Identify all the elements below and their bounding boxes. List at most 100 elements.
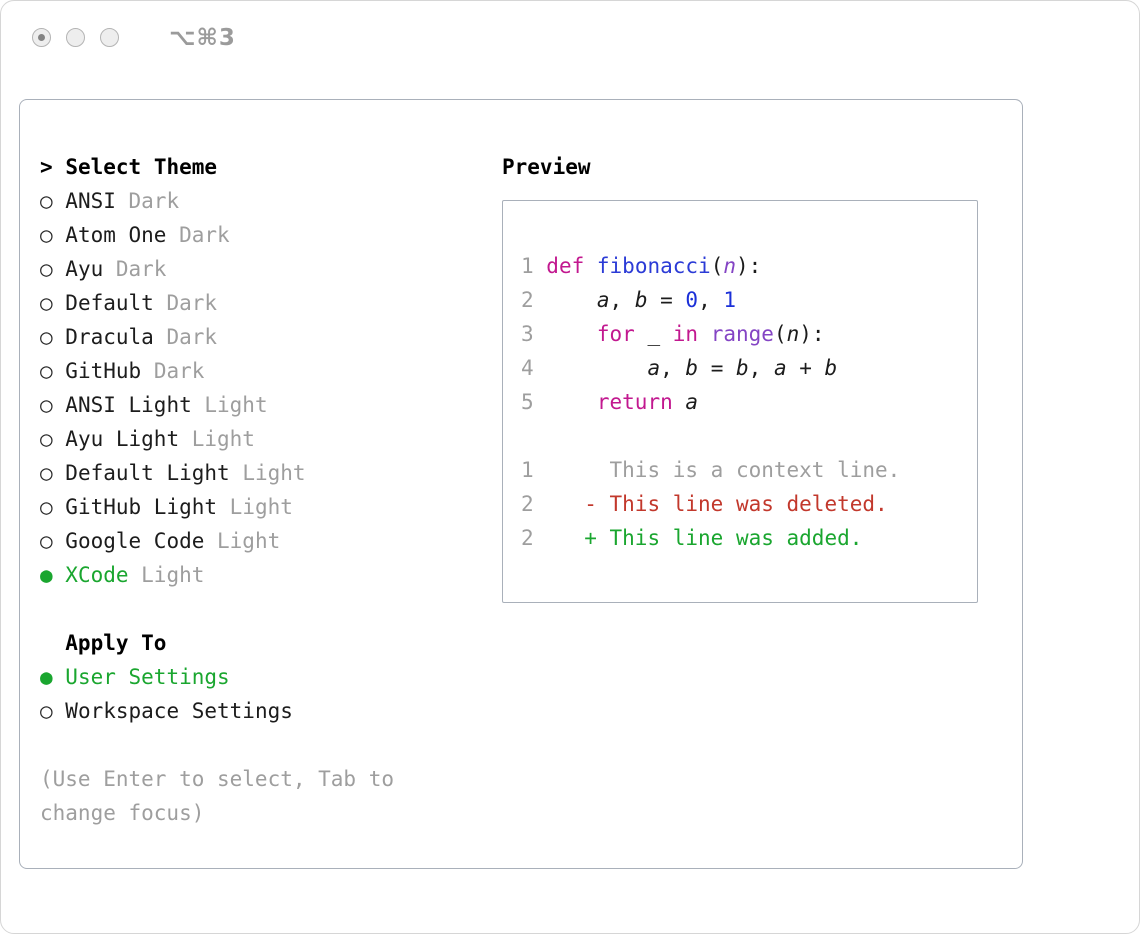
apply-option-label: User Settings	[52, 665, 230, 689]
window-button-close[interactable]	[32, 28, 51, 47]
line-number: 3	[521, 322, 547, 346]
theme-name: XCode	[52, 563, 129, 587]
theme-option-github-light[interactable]: ○ GitHub Light Light	[40, 490, 470, 524]
diff-text: This is a context line.	[546, 458, 901, 482]
code-token	[546, 322, 597, 346]
code-token	[698, 322, 711, 346]
line-number: 2	[521, 492, 547, 516]
theme-variant: Light	[229, 461, 306, 485]
theme-option-ansi[interactable]: ○ ANSI Dark	[40, 184, 470, 218]
theme-variant: Light	[217, 495, 293, 519]
code-token: def	[546, 254, 585, 278]
radio-icon: ○	[40, 461, 53, 485]
main-panel: > Select Theme ○ ANSI Dark○ Atom One Dar…	[19, 99, 1023, 869]
theme-option-atom-one[interactable]: ○ Atom One Dark	[40, 218, 470, 252]
diff-text: + This line was added.	[546, 526, 863, 550]
theme-variant: Dark	[115, 189, 180, 213]
diff-line-deleted: 2 - This line was deleted.	[521, 487, 959, 521]
code-token: b	[736, 356, 749, 380]
code-token: =	[647, 288, 686, 312]
radio-icon: ○	[40, 699, 53, 723]
radio-icon: ○	[40, 189, 53, 213]
theme-name: ANSI Light	[52, 393, 192, 417]
theme-variant: Light	[128, 563, 205, 587]
theme-option-ayu-light[interactable]: ○ Ayu Light Light	[40, 422, 470, 456]
apply-option-user-settings[interactable]: ● User Settings	[40, 660, 470, 694]
code-token: a	[647, 356, 661, 380]
code-token: n	[786, 322, 800, 346]
apply-option-label: Workspace Settings	[52, 699, 293, 723]
diff-line-added: 2 + This line was added.	[521, 521, 959, 555]
code-token: ,	[660, 356, 686, 380]
theme-name: Google Code	[52, 529, 205, 553]
theme-option-default[interactable]: ○ Default Dark	[40, 286, 470, 320]
code-token: _	[647, 322, 661, 346]
code-token: a	[773, 356, 787, 380]
code-token: b	[685, 356, 699, 380]
code-token: a	[596, 288, 610, 312]
theme-variant: Dark	[153, 325, 218, 349]
code-line-3: 3 for _ in range(n):	[521, 317, 959, 351]
line-number: 4	[521, 356, 547, 380]
code-token: fibonacci	[596, 254, 711, 278]
code-token: =	[698, 356, 736, 380]
keyboard-shortcut-label: ⌥⌘3	[169, 25, 236, 51]
window-controls	[32, 28, 119, 47]
apply-option-workspace-settings[interactable]: ○ Workspace Settings	[40, 694, 470, 728]
window-button-minimize[interactable]	[66, 28, 85, 47]
code-token: range	[710, 322, 774, 346]
code-token: b	[634, 288, 648, 312]
select-theme-title: > Select Theme	[40, 150, 470, 184]
radio-selected-icon: ●	[40, 563, 53, 587]
radio-icon: ○	[40, 257, 53, 281]
theme-option-ayu[interactable]: ○ Ayu Dark	[40, 252, 470, 286]
theme-option-google-code[interactable]: ○ Google Code Light	[40, 524, 470, 558]
theme-variant: Light	[191, 393, 268, 417]
code-token	[635, 322, 648, 346]
theme-variant: Dark	[141, 359, 205, 383]
diff-line-context: 1 This is a context line.	[521, 453, 959, 487]
code-token: (	[773, 322, 787, 346]
theme-name: Atom One	[52, 223, 167, 247]
theme-option-github[interactable]: ○ GitHub Dark	[40, 354, 470, 388]
line-number: 2	[521, 288, 547, 312]
code-token: 0	[685, 288, 699, 312]
code-token: ,	[748, 356, 774, 380]
select-theme-title-text: Select Theme	[65, 155, 218, 179]
radio-selected-icon: ●	[40, 665, 53, 689]
apply-to-options: ● User Settings○ Workspace Settings	[40, 660, 470, 728]
theme-variant: Light	[179, 427, 255, 451]
code-token	[546, 356, 647, 380]
diff-text: - This line was deleted.	[546, 492, 888, 516]
blank-line	[521, 419, 959, 453]
theme-name: GitHub Light	[52, 495, 218, 519]
radio-icon: ○	[40, 325, 53, 349]
radio-icon: ○	[40, 359, 53, 383]
code-token: (	[710, 254, 724, 278]
theme-selector: > Select Theme ○ ANSI Dark○ Atom One Dar…	[40, 150, 470, 830]
code-token	[546, 390, 597, 414]
radio-icon: ○	[40, 291, 53, 315]
apply-to-title: Apply To	[65, 631, 167, 655]
theme-variant: Dark	[103, 257, 167, 281]
code-token	[584, 254, 597, 278]
code-line-2: 2 a, b = 0, 1	[521, 283, 959, 317]
theme-name: ANSI	[52, 189, 116, 213]
theme-option-default-light[interactable]: ○ Default Light Light	[40, 456, 470, 490]
code-token: 1	[723, 288, 737, 312]
radio-icon: ○	[40, 529, 53, 553]
radio-icon: ○	[40, 393, 53, 417]
theme-option-xcode[interactable]: ● XCode Light	[40, 558, 470, 592]
radio-icon: ○	[40, 427, 53, 451]
line-number: 2	[521, 526, 547, 550]
theme-option-ansi-light[interactable]: ○ ANSI Light Light	[40, 388, 470, 422]
code-line-4: 4 a, b = b, a + b	[521, 351, 959, 385]
window-button-zoom[interactable]	[100, 28, 119, 47]
line-number: 5	[521, 390, 547, 414]
line-number: 1	[521, 254, 547, 278]
theme-name: GitHub	[52, 359, 142, 383]
theme-name: Ayu Light	[52, 427, 180, 451]
theme-option-dracula[interactable]: ○ Dracula Dark	[40, 320, 470, 354]
code-token: ,	[698, 288, 724, 312]
